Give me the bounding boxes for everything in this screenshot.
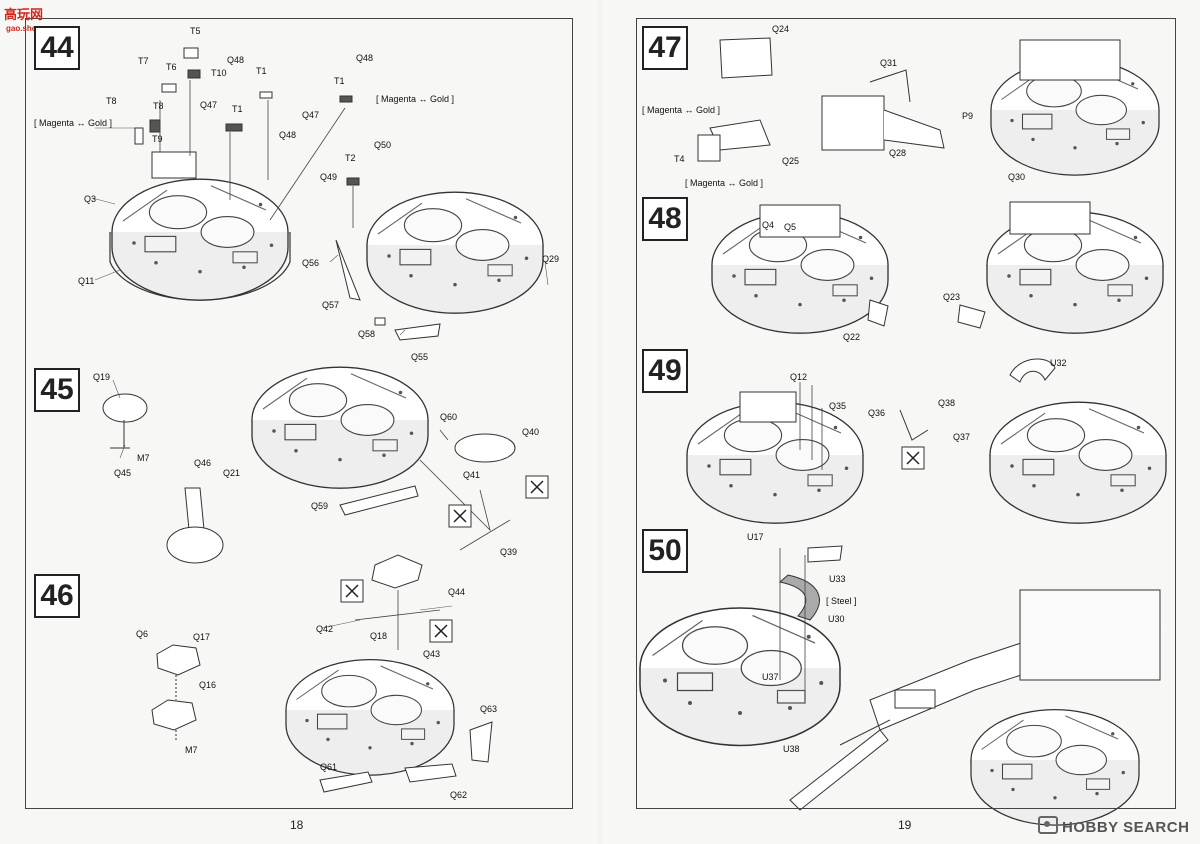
part-label-q5: Q5 xyxy=(784,222,797,232)
step50-drawing xyxy=(639,545,1161,826)
part-label-q50: Q50 xyxy=(374,140,392,150)
part-label-q62: Q62 xyxy=(450,790,468,800)
part-label-q44: Q44 xyxy=(448,587,466,597)
part-label-q30: Q30 xyxy=(1008,172,1026,182)
part-label-q22: Q22 xyxy=(843,332,861,342)
page-number-right: 19 xyxy=(898,818,912,832)
color-note-magenta-gold: [ Magenta ↔ Gold ] xyxy=(685,178,764,188)
part-label-u33: U33 xyxy=(829,574,846,584)
brand-text: HOBBY SEARCH xyxy=(1062,819,1190,836)
right-page-frame xyxy=(636,18,1176,809)
part-label-q40: Q40 xyxy=(522,427,540,437)
color-note-magenta-gold: [ Magenta ↔ Gold ] xyxy=(34,118,113,128)
step-50-number: 50 xyxy=(642,529,688,573)
step46-drawing xyxy=(151,554,493,793)
part-label-q59: Q59 xyxy=(311,501,329,511)
part-label-q19: Q19 xyxy=(93,372,111,382)
part-label-m7: M7 xyxy=(185,745,198,755)
part-label-t1: T1 xyxy=(232,104,243,114)
part-label-t9: T9 xyxy=(152,134,163,144)
part-label-q37: Q37 xyxy=(953,432,971,442)
part-label-t1: T1 xyxy=(256,66,267,76)
page-number-left: 18 xyxy=(290,818,304,832)
part-label-q43: Q43 xyxy=(423,649,441,659)
part-label-t6: T6 xyxy=(166,62,177,72)
part-label-u37: U37 xyxy=(762,672,779,682)
part-label-u38: U38 xyxy=(783,744,800,754)
part-label-q47: Q47 xyxy=(200,100,218,110)
part-label-q6: Q6 xyxy=(136,629,149,639)
brand-logo-icon xyxy=(1038,816,1058,834)
part-label-t8: T8 xyxy=(153,101,164,111)
left-page-frame xyxy=(25,18,573,809)
step-45-number: 45 xyxy=(34,368,80,412)
part-label-u17: U17 xyxy=(747,532,764,542)
part-label-q38: Q38 xyxy=(938,398,956,408)
part-label-q23: Q23 xyxy=(943,292,961,302)
part-label-q63: Q63 xyxy=(480,704,498,714)
step45-drawing xyxy=(102,366,549,564)
part-label-t7: T7 xyxy=(138,56,149,66)
brand-watermark: HOBBY SEARCH xyxy=(1038,816,1189,836)
part-label-q31: Q31 xyxy=(880,58,898,68)
watermark-site: 高玩网 xyxy=(4,8,44,23)
step49-drawing xyxy=(686,358,1167,524)
step-48-number: 48 xyxy=(642,197,688,241)
part-label-q25: Q25 xyxy=(782,156,800,166)
part-label-t4: T4 xyxy=(674,154,685,164)
step48-drawing xyxy=(711,201,1164,334)
part-label-q49: Q49 xyxy=(320,172,338,182)
part-label-q55: Q55 xyxy=(411,352,429,362)
step44-drawing xyxy=(109,47,544,341)
part-label-q56: Q56 xyxy=(302,258,320,268)
part-label-q16: Q16 xyxy=(199,680,217,690)
part-label-t10: T10 xyxy=(211,68,227,78)
part-label-q12: Q12 xyxy=(790,372,808,382)
part-label-q4: Q4 xyxy=(762,220,775,230)
part-label-u32: U32 xyxy=(1050,358,1067,368)
part-label-q11: Q11 xyxy=(78,276,95,286)
part-label-t5: T5 xyxy=(190,26,201,36)
part-label-q35: Q35 xyxy=(829,401,847,411)
part-label-q48: Q48 xyxy=(227,55,245,65)
part-label-q29: Q29 xyxy=(542,254,560,264)
step-47-number: 47 xyxy=(642,26,688,70)
part-label-q46: Q46 xyxy=(194,458,212,468)
part-label-q28: Q28 xyxy=(889,148,907,158)
step-49-number: 49 xyxy=(642,349,688,393)
part-label-q21: Q21 xyxy=(223,468,241,478)
part-label-q39: Q39 xyxy=(500,547,518,557)
color-note-steel: [ Steel ] xyxy=(826,596,857,606)
part-label-m7: M7 xyxy=(137,453,150,463)
part-label-t8: T8 xyxy=(106,96,117,106)
part-label-t1: T1 xyxy=(334,76,345,86)
part-label-q58: Q58 xyxy=(358,329,376,339)
part-label-q24: Q24 xyxy=(772,24,790,34)
part-label-q57: Q57 xyxy=(322,300,340,310)
part-label-u30: U30 xyxy=(828,614,845,624)
part-label-q42: Q42 xyxy=(316,624,334,634)
part-label-q45: Q45 xyxy=(114,468,132,478)
part-label-q3: Q3 xyxy=(84,194,97,204)
part-label-t2: T2 xyxy=(345,153,356,163)
color-note-magenta-gold: [ Magenta ↔ Gold ] xyxy=(376,94,455,104)
step-46-number: 46 xyxy=(34,574,80,618)
part-label-q48: Q48 xyxy=(279,130,297,140)
step47-drawing xyxy=(697,37,1160,176)
step-44-number: 44 xyxy=(34,26,80,70)
part-label-q61: Q61 xyxy=(320,762,338,772)
part-label-q36: Q36 xyxy=(868,408,886,418)
part-label-q18: Q18 xyxy=(370,631,388,641)
watermark-url: gao.shou.com xyxy=(6,24,60,33)
part-label-q60: Q60 xyxy=(440,412,458,422)
part-label-q41: Q41 xyxy=(463,470,481,480)
part-label-q17: Q17 xyxy=(193,632,211,642)
part-label-q47: Q47 xyxy=(302,110,320,120)
color-note-magenta-gold: [ Magenta ↔ Gold ] xyxy=(642,105,721,115)
part-label-q48: Q48 xyxy=(356,53,374,63)
part-label-p9: P9 xyxy=(962,111,974,121)
